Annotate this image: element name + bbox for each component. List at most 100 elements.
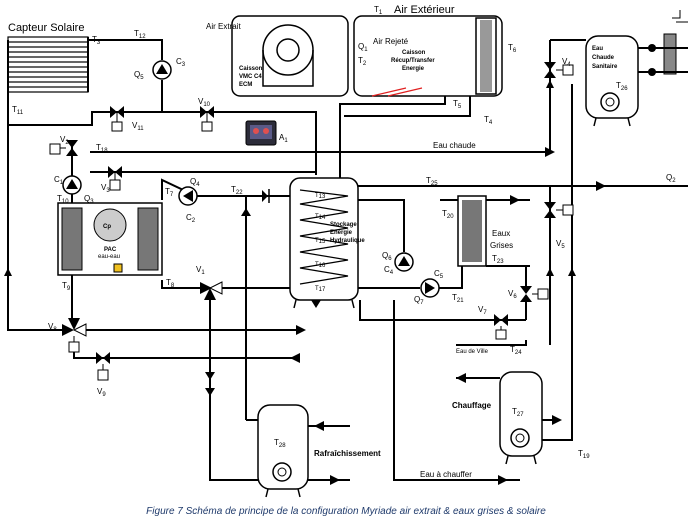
svg-text:T15: T15 xyxy=(315,238,326,245)
valve-v8 xyxy=(62,318,87,353)
svg-text:Caisson: Caisson xyxy=(402,50,426,56)
svg-text:T23: T23 xyxy=(492,254,504,265)
svg-text:Q7: Q7 xyxy=(414,295,424,306)
svg-text:T19: T19 xyxy=(578,449,590,460)
svg-text:Caisson: Caisson xyxy=(239,66,263,72)
valve-v4 xyxy=(544,62,574,78)
svg-text:C2: C2 xyxy=(186,213,196,224)
svg-text:V1: V1 xyxy=(196,265,205,276)
pump-c2 xyxy=(178,186,198,206)
dhw-tank xyxy=(585,35,639,127)
valve-v7 xyxy=(494,314,508,340)
svg-text:Sanitaire: Sanitaire xyxy=(592,64,618,70)
svg-text:T5: T5 xyxy=(453,99,462,110)
svg-text:Hydraulique: Hydraulique xyxy=(330,238,365,244)
figure-caption: Figure 7 Schéma de principe de la config… xyxy=(146,506,546,517)
svg-text:V4: V4 xyxy=(562,57,571,68)
svg-text:Chauffage: Chauffage xyxy=(452,401,492,410)
svg-text:T28: T28 xyxy=(274,438,286,449)
controller-a1 xyxy=(245,120,277,146)
svg-text:T4: T4 xyxy=(484,115,493,126)
svg-text:T13: T13 xyxy=(315,193,326,200)
svg-text:Air Extérieur: Air Extérieur xyxy=(394,4,455,16)
svg-text:Q2: Q2 xyxy=(666,173,676,184)
svg-text:Q1: Q1 xyxy=(358,42,368,53)
svg-text:Eau: Eau xyxy=(592,46,603,52)
svg-text:V6: V6 xyxy=(508,289,517,300)
svg-text:C5: C5 xyxy=(434,269,444,280)
svg-text:T20: T20 xyxy=(442,209,454,220)
svg-text:T6: T6 xyxy=(508,43,517,54)
svg-text:Energie: Energie xyxy=(402,66,425,72)
valve-v5 xyxy=(544,202,574,218)
valve-v11 xyxy=(110,106,124,132)
svg-text:T14: T14 xyxy=(315,214,326,221)
svg-text:Q4: Q4 xyxy=(190,177,200,188)
svg-text:V5: V5 xyxy=(556,239,565,250)
svg-text:T9: T9 xyxy=(62,281,71,292)
svg-text:T8: T8 xyxy=(166,278,175,289)
svg-text:T26: T26 xyxy=(616,81,628,92)
svg-text:Q3: Q3 xyxy=(84,194,94,205)
svg-text:Cp: Cp xyxy=(103,224,111,230)
svg-text:C4: C4 xyxy=(384,265,394,276)
svg-text:Stockage: Stockage xyxy=(330,222,357,228)
svg-text:A1: A1 xyxy=(279,133,288,144)
svg-text:VMC C4: VMC C4 xyxy=(239,74,262,80)
vmc-fan-box xyxy=(231,15,349,97)
greywater-exchanger xyxy=(457,195,487,267)
pump-c4 xyxy=(394,252,414,272)
valve-v9 xyxy=(96,352,110,381)
svg-text:V2: V2 xyxy=(60,135,69,146)
svg-text:T12: T12 xyxy=(134,29,146,40)
svg-text:T21: T21 xyxy=(452,293,464,304)
svg-text:eau-eau: eau-eau xyxy=(98,254,120,260)
svg-text:V10: V10 xyxy=(198,97,211,108)
svg-text:Chaude: Chaude xyxy=(592,55,615,61)
svg-text:T7: T7 xyxy=(165,187,174,198)
valve-v1 xyxy=(200,281,223,300)
pump-c5 xyxy=(420,278,440,298)
valve-v10 xyxy=(200,106,214,132)
svg-text:Air Extrait: Air Extrait xyxy=(206,22,241,31)
svg-text:Eaux: Eaux xyxy=(492,229,510,238)
svg-text:T3: T3 xyxy=(92,35,101,46)
svg-text:Eau à chauffer: Eau à chauffer xyxy=(420,470,472,479)
svg-text:C1: C1 xyxy=(54,175,64,186)
valve-v3 xyxy=(108,166,122,191)
svg-text:ECM: ECM xyxy=(239,82,252,88)
svg-text:PAC: PAC xyxy=(104,247,117,253)
svg-text:T18: T18 xyxy=(96,143,108,154)
storage-tank xyxy=(289,177,359,301)
solar-collector-label: Capteur Solaire xyxy=(8,22,84,34)
svg-text:Eau de Ville: Eau de Ville xyxy=(456,349,489,355)
svg-text:V7: V7 xyxy=(478,305,487,316)
svg-text:V3: V3 xyxy=(101,183,110,194)
svg-text:Eau chaude: Eau chaude xyxy=(433,141,476,150)
svg-text:T24: T24 xyxy=(510,345,522,356)
cooling-tank xyxy=(257,404,309,498)
svg-text:T22: T22 xyxy=(231,185,243,196)
svg-text:Q5: Q5 xyxy=(134,70,144,81)
svg-text:V9: V9 xyxy=(97,387,106,398)
svg-text:Rafraîchissement: Rafraîchissement xyxy=(314,449,381,458)
svg-text:V8: V8 xyxy=(48,322,57,333)
svg-text:T17: T17 xyxy=(315,286,326,293)
heat-recovery-box xyxy=(353,15,503,97)
svg-text:T10: T10 xyxy=(57,194,69,205)
svg-text:T16: T16 xyxy=(315,262,326,269)
svg-text:Q6: Q6 xyxy=(382,251,392,262)
svg-text:T25: T25 xyxy=(426,176,438,187)
pump-c1 xyxy=(62,175,82,195)
solar-collector xyxy=(7,36,89,93)
svg-text:C3: C3 xyxy=(176,57,186,68)
heat-pump-pac xyxy=(57,202,163,276)
svg-text:Air Rejeté: Air Rejeté xyxy=(373,37,409,46)
heating-tank xyxy=(499,371,543,465)
svg-text:T1: T1 xyxy=(374,5,383,16)
svg-text:T2: T2 xyxy=(358,56,367,67)
svg-text:Energie: Energie xyxy=(330,230,353,236)
svg-text:T11: T11 xyxy=(12,105,24,116)
svg-text:V11: V11 xyxy=(132,121,144,132)
